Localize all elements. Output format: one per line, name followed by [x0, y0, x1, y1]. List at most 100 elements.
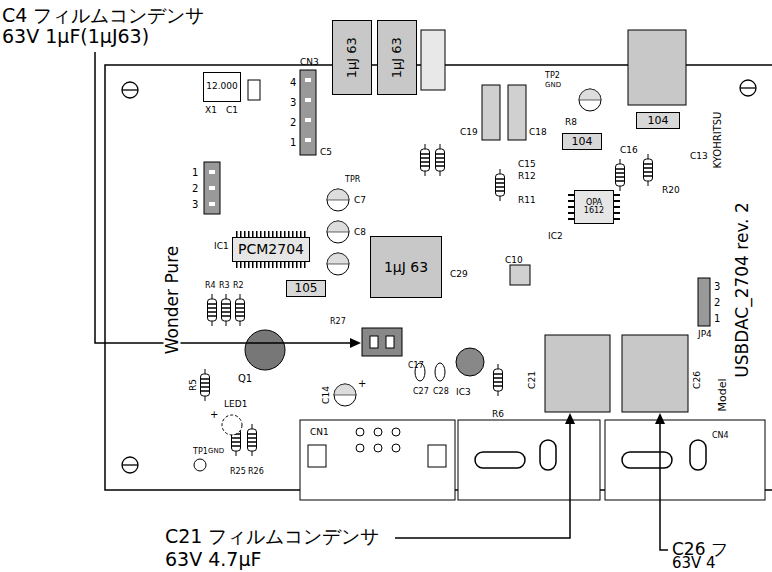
leader-line	[395, 424, 570, 538]
part-label: R3	[219, 282, 230, 290]
transistor	[245, 330, 285, 370]
part-label: C5	[320, 148, 332, 157]
jumper-pin	[386, 336, 394, 348]
mount-hole	[122, 457, 138, 473]
part-label: R27	[330, 318, 346, 326]
part-marking: 105	[295, 282, 318, 295]
part-label: CN4	[712, 432, 729, 440]
arrowhead	[350, 338, 361, 348]
part-label: C27	[413, 388, 429, 396]
leader-line	[660, 424, 668, 550]
pin-header	[698, 278, 710, 326]
resistor-symbol	[201, 369, 210, 401]
part-label: 4	[290, 78, 296, 88]
drawing-circle	[392, 444, 400, 452]
component-body: PCM2704	[232, 237, 310, 262]
part-label: +	[358, 379, 366, 389]
part-label: C29	[450, 270, 468, 279]
part-label: CN1	[310, 428, 329, 437]
film-capacitor	[510, 265, 530, 285]
component-body: 12.000	[203, 72, 241, 102]
component-body: OPA 1612	[574, 190, 614, 224]
leader-line	[95, 52, 352, 343]
callout-text: 63V 4	[672, 556, 716, 571]
part-label: 2	[714, 298, 720, 308]
part-label: 2	[290, 118, 296, 128]
part-label: IC2	[548, 232, 563, 241]
part-label: C17	[408, 362, 424, 370]
electrolytic-capacitor	[327, 221, 349, 243]
jack-slot	[475, 452, 525, 468]
callout-text: 63V 1μF(1μJ63)	[2, 27, 149, 46]
drawing-circle	[392, 428, 400, 436]
resistor-symbol	[236, 294, 245, 326]
capacitor-symbol	[248, 80, 260, 100]
part-label: Wonder Pure	[164, 244, 181, 356]
part-marking: 104	[648, 115, 669, 127]
part-marking: 1μJ 63	[384, 260, 428, 275]
part-label: C14	[322, 384, 331, 406]
part-label: Q1	[238, 374, 252, 384]
resistor-symbol	[421, 144, 430, 176]
resistor-symbol	[644, 154, 653, 186]
part-label: C26	[693, 369, 702, 391]
film-capacitor	[421, 30, 445, 90]
part-label: C16	[620, 146, 638, 155]
connector-tab	[308, 445, 326, 467]
part-label: USBDAC_2704 rev. 2	[734, 200, 751, 380]
part-label: C28	[433, 388, 449, 396]
resistor-symbol	[248, 424, 257, 456]
electrolytic-capacitor	[334, 384, 356, 406]
film-capacitor	[622, 335, 688, 412]
drawing-circle	[374, 444, 382, 452]
capacitor-symbol	[435, 363, 445, 381]
part-label: R12	[518, 172, 536, 181]
part-label: R5	[189, 377, 198, 393]
part-label: C1	[226, 106, 238, 115]
resistor-symbol	[436, 144, 445, 176]
part-label: JP4	[698, 330, 712, 339]
part-label: TP2	[545, 72, 560, 80]
part-label: 3	[714, 282, 720, 292]
part-label: 1	[192, 168, 198, 178]
part-label: Model	[717, 376, 728, 413]
film-capacitor	[482, 85, 500, 140]
part-label: C15	[518, 160, 536, 169]
ic-pins	[614, 194, 620, 222]
film-capacitor	[545, 335, 610, 412]
jumper	[362, 328, 402, 356]
header-pins	[305, 80, 311, 140]
part-marking: 1μJ 63	[345, 37, 359, 78]
part-label: R11	[518, 196, 536, 205]
electrolytic-capacitor	[327, 253, 349, 275]
part-label: C18	[529, 128, 547, 137]
part-label: R26	[248, 468, 264, 476]
drawing-circle	[356, 444, 364, 452]
part-label: R6	[492, 410, 504, 419]
part-label: C10	[505, 256, 523, 265]
part-label: TPR	[345, 176, 360, 184]
part-marking: 12.000	[206, 82, 238, 91]
regulator	[456, 348, 484, 376]
connector-pads	[356, 428, 400, 452]
part-label: C13	[690, 152, 708, 161]
part-label: IC1	[214, 242, 229, 251]
resistor-symbol	[222, 294, 231, 326]
component-body: 104	[636, 112, 680, 129]
part-label: LED1	[224, 400, 247, 409]
resistor-symbol	[616, 159, 625, 191]
part-label: 1	[714, 314, 720, 324]
arrowhead	[565, 413, 575, 424]
part-label: +	[210, 410, 218, 420]
jack-connector	[458, 420, 600, 500]
part-label: R2	[233, 282, 244, 290]
part-label: CN3	[300, 58, 319, 67]
part-label: C21	[528, 369, 537, 391]
part-label: 3	[290, 98, 296, 108]
part-label: C19	[460, 128, 478, 137]
part-label: R8	[565, 118, 577, 127]
usb-connector	[300, 420, 455, 500]
part-label: C8	[354, 228, 366, 237]
part-label: R25	[230, 468, 246, 476]
component-body: 105	[286, 280, 326, 297]
